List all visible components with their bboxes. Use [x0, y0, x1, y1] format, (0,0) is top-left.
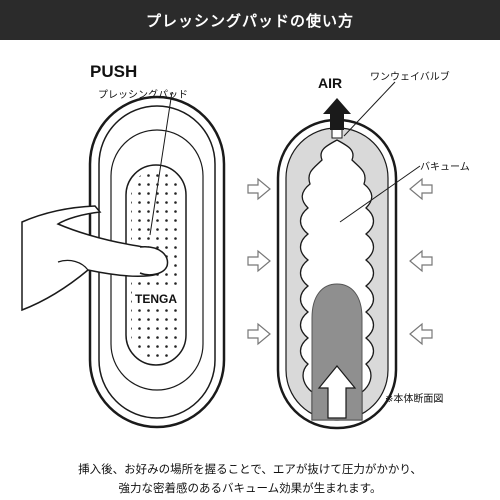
one-way-valve-label: ワンウェイバルブ: [370, 72, 450, 83]
push-label: PUSH: [90, 62, 138, 81]
valve-pointer-line: [343, 81, 396, 137]
press-arrows-right: [409, 177, 433, 346]
air-label: AIR: [318, 75, 343, 91]
hand-illustration: [21, 205, 169, 312]
press-arrow-icon: [247, 322, 271, 346]
cross-section-note: ※本体断面図: [385, 394, 444, 405]
brand-logo: TENGA: [135, 292, 177, 306]
pad-pointer-line: [149, 91, 173, 236]
cross-section-illustration: [276, 118, 398, 430]
press-arrow-icon: [247, 177, 271, 201]
header-title: プレッシングパッドの使い方: [145, 11, 354, 30]
bottom-up-arrow-icon: [317, 365, 357, 419]
header-banner: プレッシングパッドの使い方: [0, 0, 500, 40]
vacuum-pointer-line: [339, 165, 421, 223]
caption-line-1: 挿入後、お好みの場所を握ることで、エアが抜けて圧力がかかり、: [78, 462, 422, 476]
press-arrow-icon: [409, 249, 433, 273]
air-up-arrow-icon: [323, 98, 351, 130]
press-arrow-icon: [247, 249, 271, 273]
press-arrow-icon: [409, 177, 433, 201]
caption-line-2: 強力な密着感のあるバキューム効果が生まれます。: [118, 481, 382, 495]
vacuum-label: バキューム: [420, 162, 470, 173]
caption: 挿入後、お好みの場所を握ることで、エアが抜けて圧力がかかり、 強力な密着感のある…: [0, 460, 500, 498]
press-arrows-middle: [247, 177, 271, 346]
press-arrow-icon: [409, 322, 433, 346]
pressing-pad-label: プレッシングパッド: [98, 90, 188, 101]
